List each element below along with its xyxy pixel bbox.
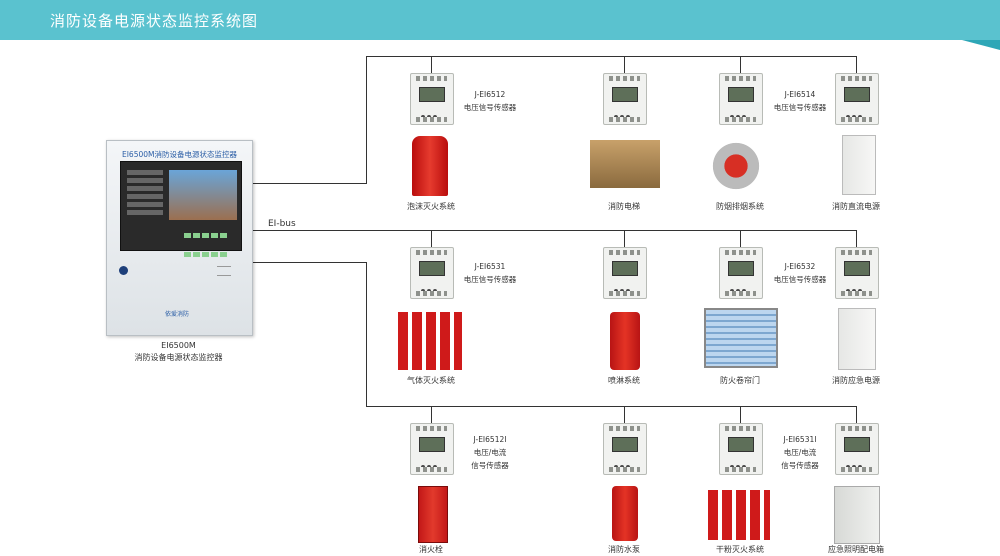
sensor-desc: 电压信号传感器 xyxy=(463,103,517,112)
fire-hydrant-box-image xyxy=(418,486,448,543)
device-label: 防火卷帘门 xyxy=(720,376,760,385)
device-label: 防烟排烟系统 xyxy=(716,202,764,211)
drop xyxy=(856,56,857,73)
device-label: 气体灭火系统 xyxy=(407,376,455,385)
sensor-module xyxy=(603,247,647,299)
bus-line-row1-feed xyxy=(252,183,367,184)
controller-model: EI6500M xyxy=(161,341,196,350)
device-label: 消火栓 xyxy=(419,545,443,554)
drop xyxy=(431,406,432,423)
device-label: 泡沫灭火系统 xyxy=(407,202,455,211)
bus-line-lower-feed xyxy=(252,262,367,263)
controller-panel-title: EI6500M消防设备电源状态监控器 xyxy=(121,150,237,159)
fire-water-pump-image xyxy=(612,486,638,541)
device-label: 干粉灭火系统 xyxy=(716,545,764,554)
sensor-desc-line2: 信号传感器 xyxy=(781,461,819,470)
controller-caption: EI6500M 消防设备电源状态监控器 xyxy=(106,340,251,364)
drop xyxy=(431,56,432,73)
controller-cabinet: EI6500M消防设备电源状态监控器 依爱消防 xyxy=(106,140,253,336)
sensor-module xyxy=(835,247,879,299)
sensor-note: J-EI6532 电压信号传感器 xyxy=(770,260,830,286)
sprinkler-pump-image xyxy=(610,312,640,370)
sensor-model: J-EI6531 xyxy=(474,262,506,271)
sensor-module xyxy=(719,423,763,475)
device-label: 消防水泵 xyxy=(608,545,640,554)
sensor-desc: 电压信号传感器 xyxy=(773,103,827,112)
sensor-module xyxy=(410,423,454,475)
controller-screen xyxy=(169,170,237,220)
bus-line-main xyxy=(252,230,856,231)
device-label: 消防直流电源 xyxy=(832,202,880,211)
key-lock-icon xyxy=(119,266,128,275)
sensor-module xyxy=(410,247,454,299)
sensor-note: J-EI6512I 电压/电流 信号传感器 xyxy=(460,433,520,472)
device-label: 应急照明配电箱 xyxy=(828,545,884,554)
drop xyxy=(624,406,625,423)
drop xyxy=(740,230,741,247)
sensor-desc: 电压/电流 xyxy=(473,448,507,457)
controller-keypad xyxy=(183,224,233,257)
sensor-module xyxy=(603,73,647,125)
header-corner-tab xyxy=(962,40,1000,50)
drop xyxy=(740,406,741,423)
controller-name: 消防设备电源状态监控器 xyxy=(134,353,223,362)
fire-elevator-image xyxy=(590,140,660,188)
speaker-grill xyxy=(217,266,231,276)
sensor-module xyxy=(719,73,763,125)
smoke-exhaust-fan-image xyxy=(708,140,764,192)
sensor-model: J-EI6512I xyxy=(473,435,507,444)
dc-power-cabinet-image xyxy=(842,135,876,195)
bus-line-lower-vertical xyxy=(366,262,367,406)
lighting-distribution-box-image xyxy=(834,486,880,544)
foam-extinguisher-image xyxy=(412,136,448,196)
controller-front-panel xyxy=(120,161,242,257)
drop xyxy=(856,406,857,423)
controller-brand-logo: 依爱消防 xyxy=(165,311,190,318)
device-label: 喷淋系统 xyxy=(608,376,640,385)
sensor-note: J-EI6512 电压信号传感器 xyxy=(460,88,520,114)
drop xyxy=(624,230,625,247)
sensor-module xyxy=(719,247,763,299)
emergency-power-cabinet-image xyxy=(838,308,876,370)
drop xyxy=(740,56,741,73)
sensor-desc-line2: 信号传感器 xyxy=(471,461,509,470)
sensor-module xyxy=(410,73,454,125)
sensor-note: J-EI6514 电压信号传感器 xyxy=(770,88,830,114)
sensor-note: J-EI6531 电压信号传感器 xyxy=(460,260,520,286)
controller-indicator-column xyxy=(127,170,163,218)
drop xyxy=(624,56,625,73)
device-label: 消防电梯 xyxy=(608,202,640,211)
sensor-desc: 电压/电流 xyxy=(783,448,817,457)
bus-line-row3-horizontal xyxy=(366,406,856,407)
device-label: 消防应急电源 xyxy=(832,376,880,385)
drop xyxy=(431,230,432,247)
gas-extinguishing-cylinders-image xyxy=(398,312,462,370)
sensor-model: J-EI6514 xyxy=(784,90,816,99)
fire-shutter-door-image xyxy=(704,308,778,368)
sensor-model: J-EI6512 xyxy=(474,90,506,99)
sensor-note: J-EI6531I 电压/电流 信号传感器 xyxy=(770,433,830,472)
sensor-model: J-EI6531I xyxy=(783,435,817,444)
sensor-desc: 电压信号传感器 xyxy=(463,275,517,284)
bus-line-row1-horizontal xyxy=(366,56,856,57)
sensor-module xyxy=(835,73,879,125)
sensor-model: J-EI6532 xyxy=(784,262,816,271)
dry-powder-system-image xyxy=(708,490,770,540)
sensor-desc: 电压信号传感器 xyxy=(773,275,827,284)
page-title: 消防设备电源状态监控系统图 xyxy=(50,12,259,30)
header-bar: 消防设备电源状态监控系统图 xyxy=(0,0,1000,40)
bus-line-row1-vertical xyxy=(366,56,367,183)
sensor-module xyxy=(603,423,647,475)
bus-label: EI-bus xyxy=(268,219,296,229)
sensor-module xyxy=(835,423,879,475)
drop xyxy=(856,230,857,247)
